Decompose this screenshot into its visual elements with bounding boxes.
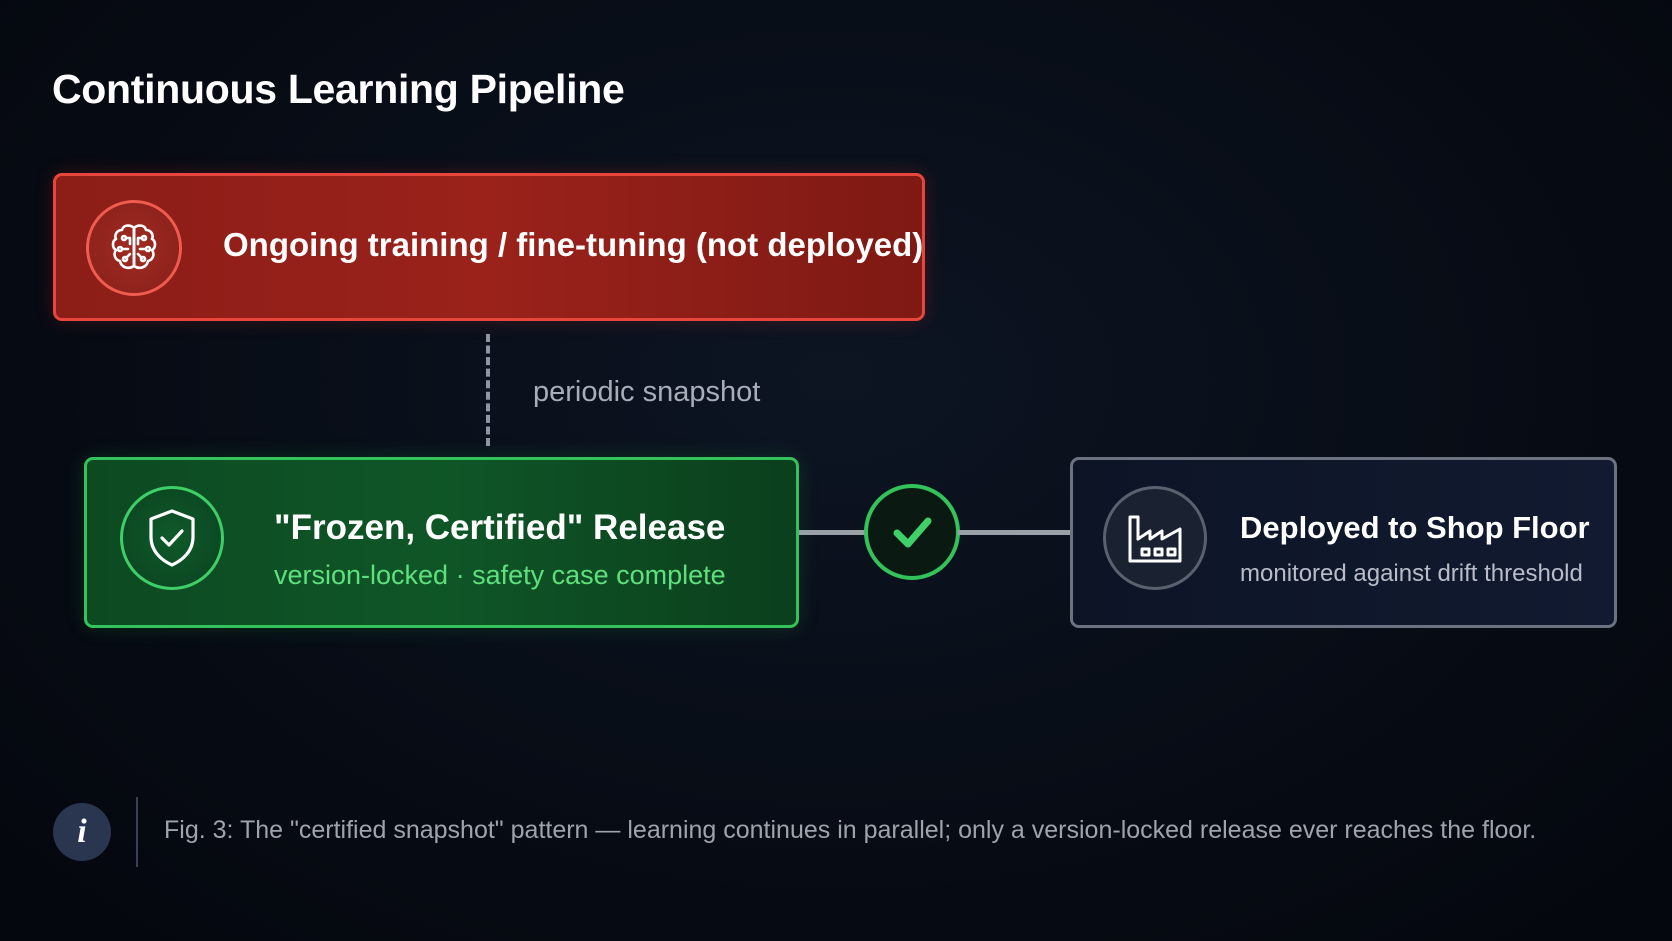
page-title: Continuous Learning Pipeline — [52, 66, 625, 112]
snapshot-connector-label: periodic snapshot — [533, 376, 761, 408]
brain-icon — [86, 200, 182, 296]
figure-caption: Fig. 3: The "certified snapshot" pattern… — [164, 816, 1537, 844]
release-to-approval-connector — [799, 530, 865, 535]
deployment-title: Deployed to Shop Floor — [1240, 510, 1590, 545]
certified-release-title: "Frozen, Certified" Release — [274, 508, 726, 547]
shield-check-icon — [120, 486, 224, 590]
certified-release-subtitle: version-locked · safety case complete — [274, 560, 726, 590]
info-icon: i — [53, 803, 111, 861]
factory-icon — [1103, 486, 1207, 590]
checkmark-icon — [893, 517, 932, 548]
deployment-box: Deployed to Shop Floor monitored against… — [1070, 457, 1617, 628]
certified-release-box: "Frozen, Certified" Release version-lock… — [84, 457, 799, 628]
approval-to-deploy-connector — [958, 530, 1070, 535]
caption-divider — [136, 797, 138, 867]
snapshot-connector — [486, 334, 490, 446]
training-stage-label: Ongoing training / fine-tuning (not depl… — [223, 226, 924, 263]
approval-checkpoint — [864, 484, 960, 580]
training-stage-box: Ongoing training / fine-tuning (not depl… — [53, 173, 925, 321]
deployment-subtitle: monitored against drift threshold — [1240, 560, 1583, 587]
